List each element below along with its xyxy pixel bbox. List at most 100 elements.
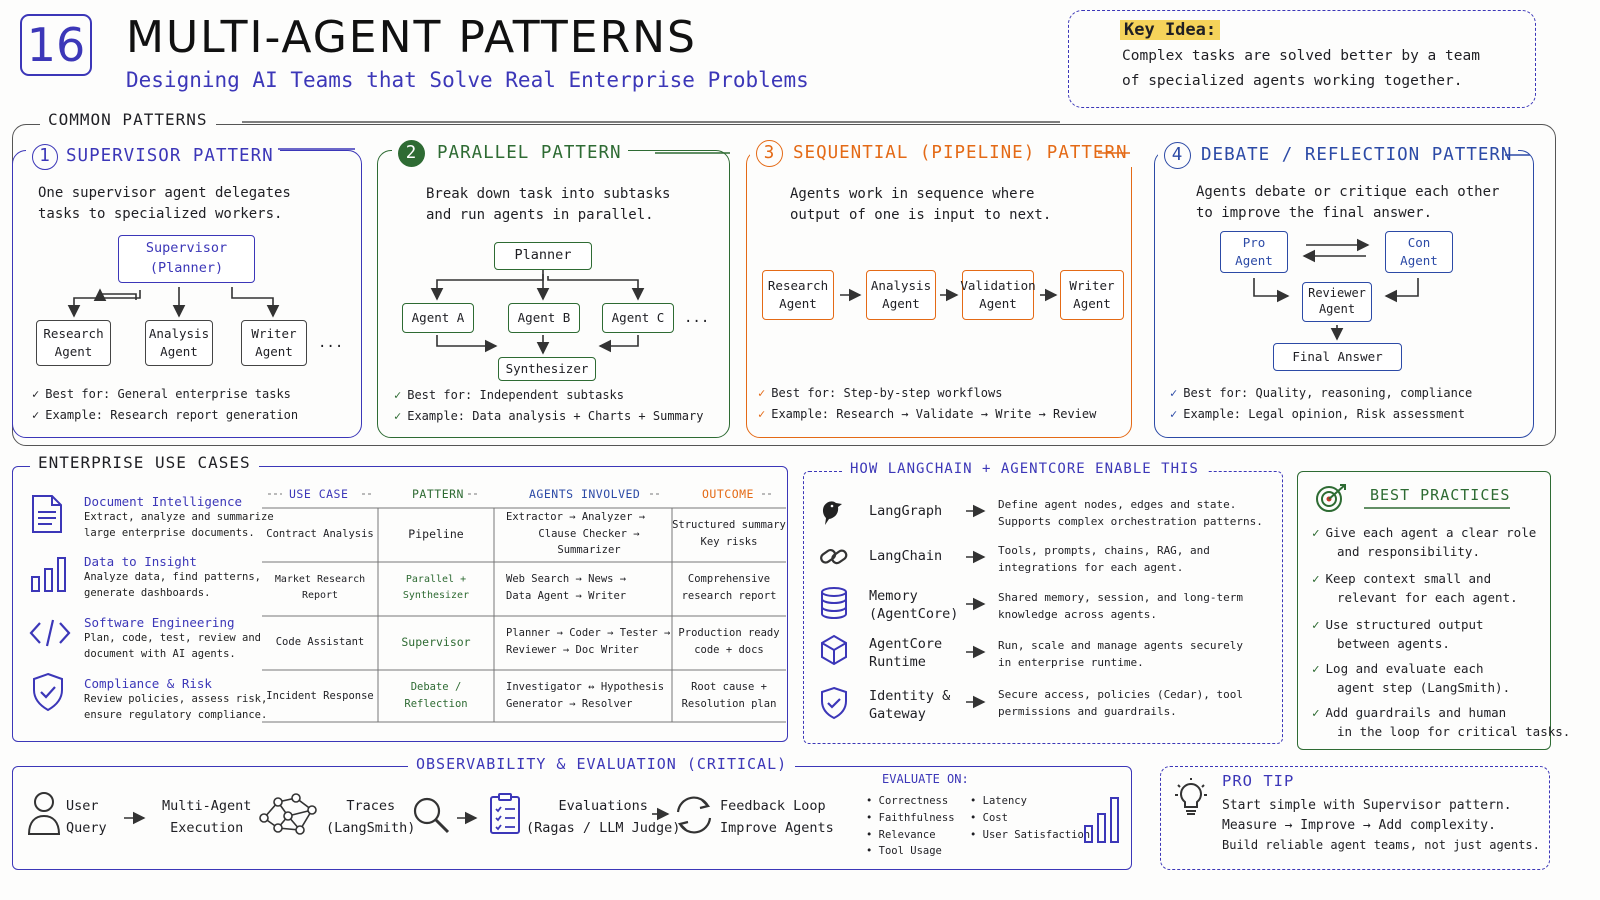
check-icon: ✓ bbox=[394, 388, 402, 402]
bird-icon bbox=[818, 496, 850, 528]
agent-a-node: Agent A bbox=[402, 303, 474, 333]
langchain-title: HOW LANGCHAIN + AGENTCORE ENABLE THIS bbox=[842, 461, 1207, 477]
check-icon: ✓ bbox=[32, 387, 40, 401]
check-icon: ✓ bbox=[1170, 386, 1178, 400]
parallel-more-ellipsis: ... bbox=[684, 310, 710, 326]
sequential-checks: ✓Best for: Step-by-step workflows ✓Examp… bbox=[758, 386, 1097, 421]
supervisor-node: Supervisor(Planner) bbox=[118, 235, 255, 283]
check-icon: ✓ bbox=[1170, 407, 1178, 421]
agent-c-node: Agent C bbox=[602, 303, 674, 333]
table-row-3-use-case: Incident Response bbox=[266, 689, 374, 702]
table-row-0-pattern: Pipeline bbox=[408, 526, 464, 541]
check-icon: ✓ bbox=[32, 408, 40, 422]
memory-name: Memory(AgentCore) bbox=[869, 588, 959, 622]
pattern-number: 16 bbox=[26, 18, 86, 72]
table-row-2-pattern: Supervisor bbox=[401, 634, 471, 649]
pro-tip-line1: Start simple with Supervisor pattern. bbox=[1222, 798, 1512, 813]
check-icon: ✓ bbox=[1312, 661, 1320, 676]
parallel-checks: ✓Best for: Independent subtasks ✓Example… bbox=[394, 388, 704, 423]
sequential-number: 3 bbox=[756, 140, 783, 167]
check-icon: ✓ bbox=[394, 409, 402, 423]
col-header-pattern: PATTERN bbox=[412, 487, 464, 501]
col-header-use-case: USE CASE bbox=[289, 487, 349, 501]
key-idea-label: Key Idea: bbox=[1120, 20, 1221, 40]
key-idea-line1: Complex tasks are solved better by a tea… bbox=[1122, 48, 1480, 64]
check-icon: ✓ bbox=[758, 386, 766, 400]
database-icon bbox=[819, 586, 849, 620]
metrics-left: • Correctness • Faithfulness • Relevance… bbox=[866, 795, 955, 858]
check-icon: ✓ bbox=[758, 407, 766, 421]
supervisor-number: 1 bbox=[32, 144, 58, 170]
parallel-number: 2 bbox=[398, 140, 425, 167]
table-row-1-use-case: Market Research Report bbox=[274, 574, 366, 601]
chain-link-icon bbox=[818, 542, 850, 572]
best-practices-title: BEST PRACTICES bbox=[1370, 486, 1511, 504]
check-icon: ✓ bbox=[1312, 525, 1320, 540]
check-icon: ✓ bbox=[1312, 571, 1320, 586]
planner-node: Planner bbox=[494, 242, 592, 270]
check-icon: ✓ bbox=[1312, 617, 1320, 632]
magnifier-icon bbox=[410, 794, 452, 836]
user-icon bbox=[26, 790, 62, 836]
table-row-1-pattern: Parallel + Synthesizer bbox=[402, 574, 470, 601]
shield-check-icon bbox=[819, 686, 849, 720]
debate-checks: ✓Best for: Quality, reasoning, complianc… bbox=[1170, 386, 1473, 421]
cube-icon bbox=[819, 634, 849, 666]
enterprise-title: ENTERPRISE USE CASES bbox=[30, 453, 259, 472]
col-header-agents: AGENTS INVOLVED bbox=[529, 487, 641, 501]
pro-tip-line3: Build reliable agent teams, not just age… bbox=[1222, 838, 1540, 852]
pro-tip-panel bbox=[1160, 766, 1550, 870]
check-icon: ✓ bbox=[1312, 705, 1320, 720]
code-icon bbox=[28, 617, 72, 649]
pro-tip-title: PRO TIP bbox=[1222, 772, 1295, 790]
table-row-2-agents: Planner → Coder → Tester →Reviewer → Doc… bbox=[506, 627, 671, 656]
bar-chart-icon bbox=[1082, 794, 1122, 844]
network-graph-icon bbox=[256, 790, 320, 838]
evaluate-on-label: EVALUATE ON: bbox=[882, 772, 969, 786]
shield-icon bbox=[30, 672, 66, 712]
pro-tip-line2: Measure → Improve → Add complexity. bbox=[1222, 818, 1496, 833]
refresh-cycle-icon bbox=[672, 794, 716, 836]
table-row-1-agents: Web Search → News →Data Agent → Writer bbox=[506, 573, 627, 602]
page-title: MULTI-AGENT PATTERNS bbox=[126, 12, 697, 63]
bar-chart-icon bbox=[30, 555, 68, 593]
col-header-outcome: OUTCOME bbox=[702, 487, 754, 501]
langgraph-name: LangGraph bbox=[869, 503, 943, 519]
langgraph-desc: Define agent nodes, edges and state.Supp… bbox=[998, 498, 1263, 529]
common-patterns-title: COMMON PATTERNS bbox=[40, 110, 216, 129]
best-practices-panel bbox=[1297, 471, 1551, 750]
clipboard-icon bbox=[488, 792, 522, 836]
synthesizer-node: Synthesizer bbox=[498, 357, 596, 381]
table-row-3-outcome: Root cause +Resolution plan bbox=[681, 681, 777, 710]
final-answer-node: Final Answer bbox=[1273, 343, 1402, 371]
table-row-2-use-case: Code Assistant bbox=[275, 635, 365, 648]
